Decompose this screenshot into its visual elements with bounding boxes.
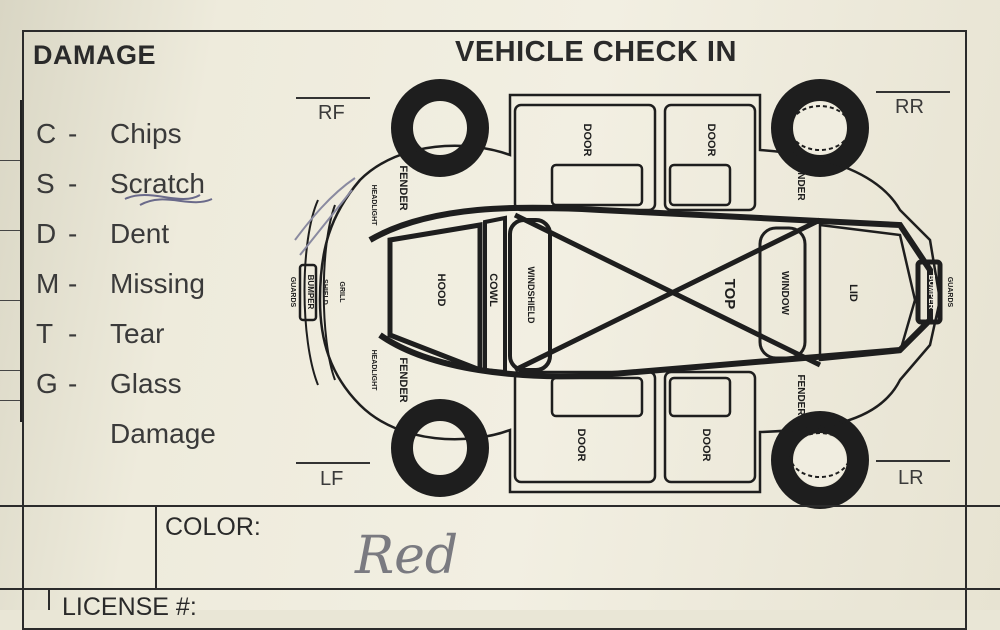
door-right-rear	[663, 103, 757, 212]
x-mark-line-1	[513, 212, 822, 368]
door-left-front	[513, 370, 657, 484]
legend-row-damage: Damage	[110, 418, 216, 449]
corner-label-rr: RR	[895, 96, 924, 118]
legend-row-scratch: S- Scratch	[36, 168, 205, 199]
label-guards-rear: GUARDS	[946, 277, 953, 308]
legend-row-glass: G- Glass	[36, 368, 182, 399]
corner-rule-lr	[876, 460, 950, 462]
label-grill: GRILL	[338, 282, 345, 304]
label-fender-rr: FENDER	[795, 159, 806, 201]
wheel-lr	[771, 411, 869, 509]
wheel-lf	[391, 399, 489, 497]
car-body-outline	[318, 93, 942, 494]
label-door-lr: DOOR	[700, 429, 712, 462]
label-window: WINDOW	[779, 271, 790, 315]
label-guards-front: GUARDS	[289, 277, 296, 308]
label-top: TOP	[721, 279, 738, 310]
legend-row-tear: T- Tear	[36, 318, 165, 349]
door-right-front	[513, 103, 657, 212]
wheel-rr	[771, 79, 869, 177]
label-hood: HOOD	[435, 274, 447, 307]
license-field-label: LICENSE #:	[62, 593, 197, 621]
label-bumper-front: BUMPER	[306, 275, 315, 310]
wheel-rf	[391, 79, 489, 177]
label-lid: LID	[847, 284, 859, 302]
legend-row-missing: M- Missing	[36, 268, 205, 299]
label-door-rf: DOOR	[581, 124, 593, 157]
corner-label-rf: RF	[318, 102, 345, 124]
left-table-edge	[0, 100, 23, 422]
color-field-handwriting: Red	[354, 526, 458, 586]
label-cowl: COWL	[487, 273, 499, 307]
vehicle-diagram: DOOR DOOR DOOR DOOR FENDER FENDER FENDER…	[289, 79, 953, 509]
label-fender-lr: FENDER	[795, 374, 806, 416]
label-headlight-right: HEADLIGHT	[370, 185, 377, 227]
corner-label-lr: LR	[898, 467, 924, 489]
license-row-divider	[48, 588, 50, 610]
x-mark-line-2	[513, 217, 822, 373]
corner-label-lf: LF	[320, 468, 344, 490]
front-grill	[322, 204, 336, 381]
label-door-lf: DOOR	[575, 429, 587, 462]
front-bumper	[298, 263, 318, 322]
label-shield: SHIELD	[321, 279, 328, 305]
legend-row-chips: C- Chips	[36, 118, 182, 149]
form-title: VEHICLE CHECK IN	[455, 36, 737, 68]
color-row-top-rule	[0, 505, 1000, 507]
legend-row-dent: D- Dent	[36, 218, 170, 249]
label-bumper-rear: BUMPER	[927, 275, 936, 310]
label-headlight-left: HEADLIGHT	[370, 350, 377, 392]
label-fender-lf: FENDER	[397, 357, 409, 402]
lid-panel	[818, 223, 917, 362]
color-row-bottom-rule	[0, 588, 1000, 590]
color-row-divider	[155, 505, 157, 590]
corner-rule-lf	[296, 462, 370, 464]
color-field-label: COLOR:	[165, 513, 261, 541]
corner-rule-rf	[296, 97, 370, 99]
label-fender-rf: FENDER	[397, 165, 409, 210]
label-door-rr: DOOR	[705, 124, 717, 157]
corner-rule-rr	[876, 91, 950, 93]
svg-text:Red: Red	[354, 526, 458, 586]
label-windshield: WINDSHIELD	[526, 267, 536, 324]
damage-legend-title: DAMAGE	[33, 40, 156, 70]
scratch-pen-mark	[124, 194, 213, 206]
rear-bumper	[915, 259, 943, 325]
roof-outline-thick	[368, 204, 933, 380]
door-left-rear	[663, 370, 757, 484]
